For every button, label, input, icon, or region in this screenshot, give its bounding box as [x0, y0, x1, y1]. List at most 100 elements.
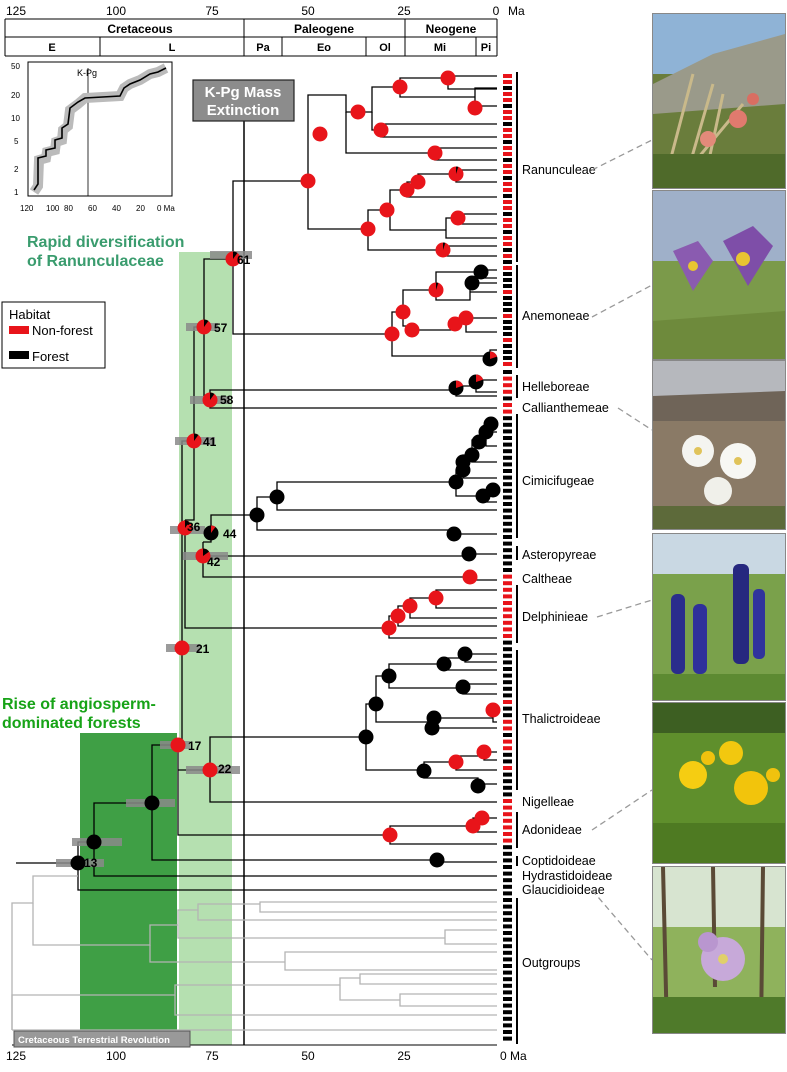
clade-label: Hydrastidoideae — [522, 869, 612, 883]
clade-label: Cimicifugeae — [522, 474, 594, 488]
tip-habitat-bar — [503, 122, 512, 126]
tip-habitat-bar — [503, 515, 512, 520]
tip-habitat-bar — [503, 302, 512, 306]
ancestral-state-node — [203, 525, 219, 541]
photo-connector — [591, 789, 653, 831]
tip-habitat-bar — [503, 170, 512, 174]
clade-label: Delphinieae — [522, 610, 588, 624]
tip-habitat-bar — [503, 845, 512, 850]
tip-habitat-bar — [503, 594, 512, 599]
top-tick-75: 75 — [205, 4, 219, 18]
tip-habitat-bar — [503, 469, 512, 473]
tip-habitat-bar — [503, 950, 512, 955]
tip-habitat-bar — [503, 865, 512, 869]
ancestral-state-node — [465, 818, 481, 834]
bottom-zero: 0 Ma — [500, 1049, 527, 1063]
tip-habitat-bar — [503, 838, 512, 843]
tip-habitat-bar — [503, 80, 512, 84]
tree-branch — [232, 180, 392, 335]
inset-y-2: 2 — [14, 165, 19, 174]
ancestral-state-node — [470, 778, 486, 794]
ancestral-state-node — [312, 126, 328, 142]
kpg-title-1: K-Pg Mass — [205, 84, 282, 101]
tip-habitat-bar — [503, 746, 512, 751]
top-tick-0: 0 — [493, 4, 500, 18]
ancestral-state-node — [436, 656, 452, 672]
tip-habitat-bar — [503, 805, 512, 810]
node-age-label: 57 — [214, 321, 228, 335]
photo-connector — [617, 407, 653, 431]
tip-habitat-bar — [503, 436, 512, 440]
tip-habitat-bar — [503, 230, 512, 234]
tree-branch — [307, 169, 497, 230]
ancestral-state-node — [70, 855, 86, 871]
tip-habitat-bar — [503, 931, 512, 935]
tip-habitat-bar — [503, 640, 512, 645]
outgroup-branch — [177, 910, 497, 945]
ancestral-state-node — [196, 319, 212, 335]
ancestral-state-node — [174, 640, 190, 656]
ctr-label-box: Cretaceous Terrestrial Revolution — [13, 1030, 191, 1048]
tip-habitat-bar — [503, 462, 512, 467]
kpg-title-2: Extinction — [207, 102, 280, 119]
outgroup-branch — [32, 901, 497, 946]
epoch-mi: Mi — [434, 42, 446, 54]
tip-habitat-bar — [503, 296, 512, 300]
clade-label: Nigelleae — [522, 795, 574, 809]
ancestral-state-node — [457, 646, 473, 662]
ancestral-state-node — [440, 70, 456, 86]
ancestral-state-node — [177, 520, 193, 536]
ancestral-state-node — [482, 351, 498, 367]
tree-branch — [391, 312, 497, 362]
ancestral-state-node — [202, 392, 218, 408]
ancestral-state-node — [379, 202, 395, 218]
ancestral-state-node — [382, 827, 398, 843]
tip-habitat-bar — [503, 110, 512, 114]
tip-habitat-bar — [503, 667, 512, 671]
photo-connector — [596, 599, 653, 618]
tree-branch — [209, 770, 497, 803]
tip-habitat-bar — [503, 574, 512, 579]
node-age-label: 22 — [218, 762, 232, 776]
tip-habitat-bar — [503, 891, 512, 896]
tree-branch — [367, 229, 497, 257]
tree-branch — [371, 112, 497, 138]
tip-habitat-bar — [503, 700, 512, 704]
outgroup-branch — [11, 875, 78, 1030]
tip-habitat-bar — [503, 779, 512, 784]
tip-habitat-bar — [503, 98, 512, 102]
photo-glaucidium — [652, 866, 786, 1034]
tip-habitat-bar — [503, 158, 512, 162]
tip-habitat-bar — [503, 997, 512, 1001]
epoch-eo: Eo — [317, 42, 331, 54]
ancestral-state-node — [392, 79, 408, 95]
time-scale: 125 100 75 50 25 0 Ma Cretaceous Paleoge… — [4, 4, 525, 57]
tip-habitat-bar — [503, 212, 512, 216]
ancestral-state-node — [476, 744, 492, 760]
tip-habitat-bar — [503, 482, 512, 487]
tip-habitat-bar — [503, 475, 512, 480]
ancestral-state-node — [404, 322, 420, 338]
inset-y-1: 1 — [14, 188, 19, 197]
tip-habitat-bar — [503, 752, 512, 757]
tip-habitat-bar — [503, 338, 512, 342]
tip-habitat-bar — [503, 1003, 512, 1008]
tip-habitat-bar — [503, 957, 512, 962]
ancestral-state-node — [368, 696, 384, 712]
photo-aconitum — [652, 533, 786, 701]
tip-habitat-bar — [503, 1016, 512, 1021]
inset-ltt-plot: K-Pg 50 20 10 5 2 1 120 100 80 60 40 20 … — [11, 61, 175, 213]
tip-habitat-bar — [503, 1036, 512, 1041]
tip-habitat-bar — [503, 548, 512, 553]
tip-habitat-bar — [503, 884, 512, 889]
ancestral-state-node — [249, 507, 265, 523]
ancestral-state-node — [428, 590, 444, 606]
tip-habitat-bar — [503, 772, 512, 777]
ancestral-state-node — [300, 173, 316, 189]
legend-forest: Forest — [32, 349, 69, 364]
node-age-label: 36 — [187, 520, 201, 534]
tip-habitat-bar — [503, 733, 512, 737]
tip-habitat-bar — [503, 607, 512, 612]
ancestral-state-node — [447, 316, 463, 332]
clade-label: Ranunculeae — [522, 163, 596, 177]
